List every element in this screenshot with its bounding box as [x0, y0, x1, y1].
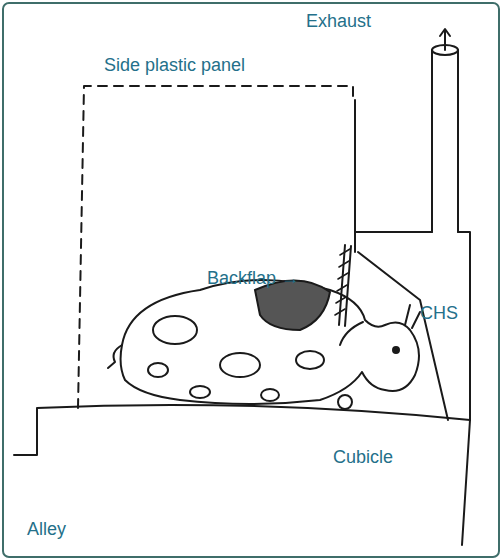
cubicle-edge [462, 420, 470, 545]
frame [3, 3, 499, 557]
backflap-hatch [335, 249, 350, 315]
part-label: Side plastic panel [104, 55, 245, 77]
spot [153, 316, 197, 344]
cow-spots [148, 280, 330, 401]
pen-drawing [14, 29, 470, 545]
cow-tail [108, 345, 122, 368]
part-label: Backflap → [207, 268, 299, 290]
cow-neck [340, 322, 363, 345]
cow-horns [405, 305, 420, 328]
floor-line [14, 405, 470, 455]
spot [148, 363, 168, 377]
side-panel [78, 86, 353, 408]
spot [296, 351, 324, 369]
cow-eye [393, 347, 399, 353]
ball [338, 395, 352, 409]
exhaust-pipe [432, 50, 458, 232]
part-label: Alley [27, 519, 66, 541]
part-label: Cubicle [333, 447, 393, 469]
part-label: CHS [420, 303, 458, 325]
front-wall [354, 100, 356, 252]
spot [261, 389, 279, 401]
chs-shape [358, 252, 448, 420]
exhaust-arrow [440, 29, 450, 50]
part-label: Exhaust [306, 11, 371, 33]
spot [190, 386, 210, 398]
cow-body [121, 280, 419, 404]
spot [220, 353, 260, 377]
